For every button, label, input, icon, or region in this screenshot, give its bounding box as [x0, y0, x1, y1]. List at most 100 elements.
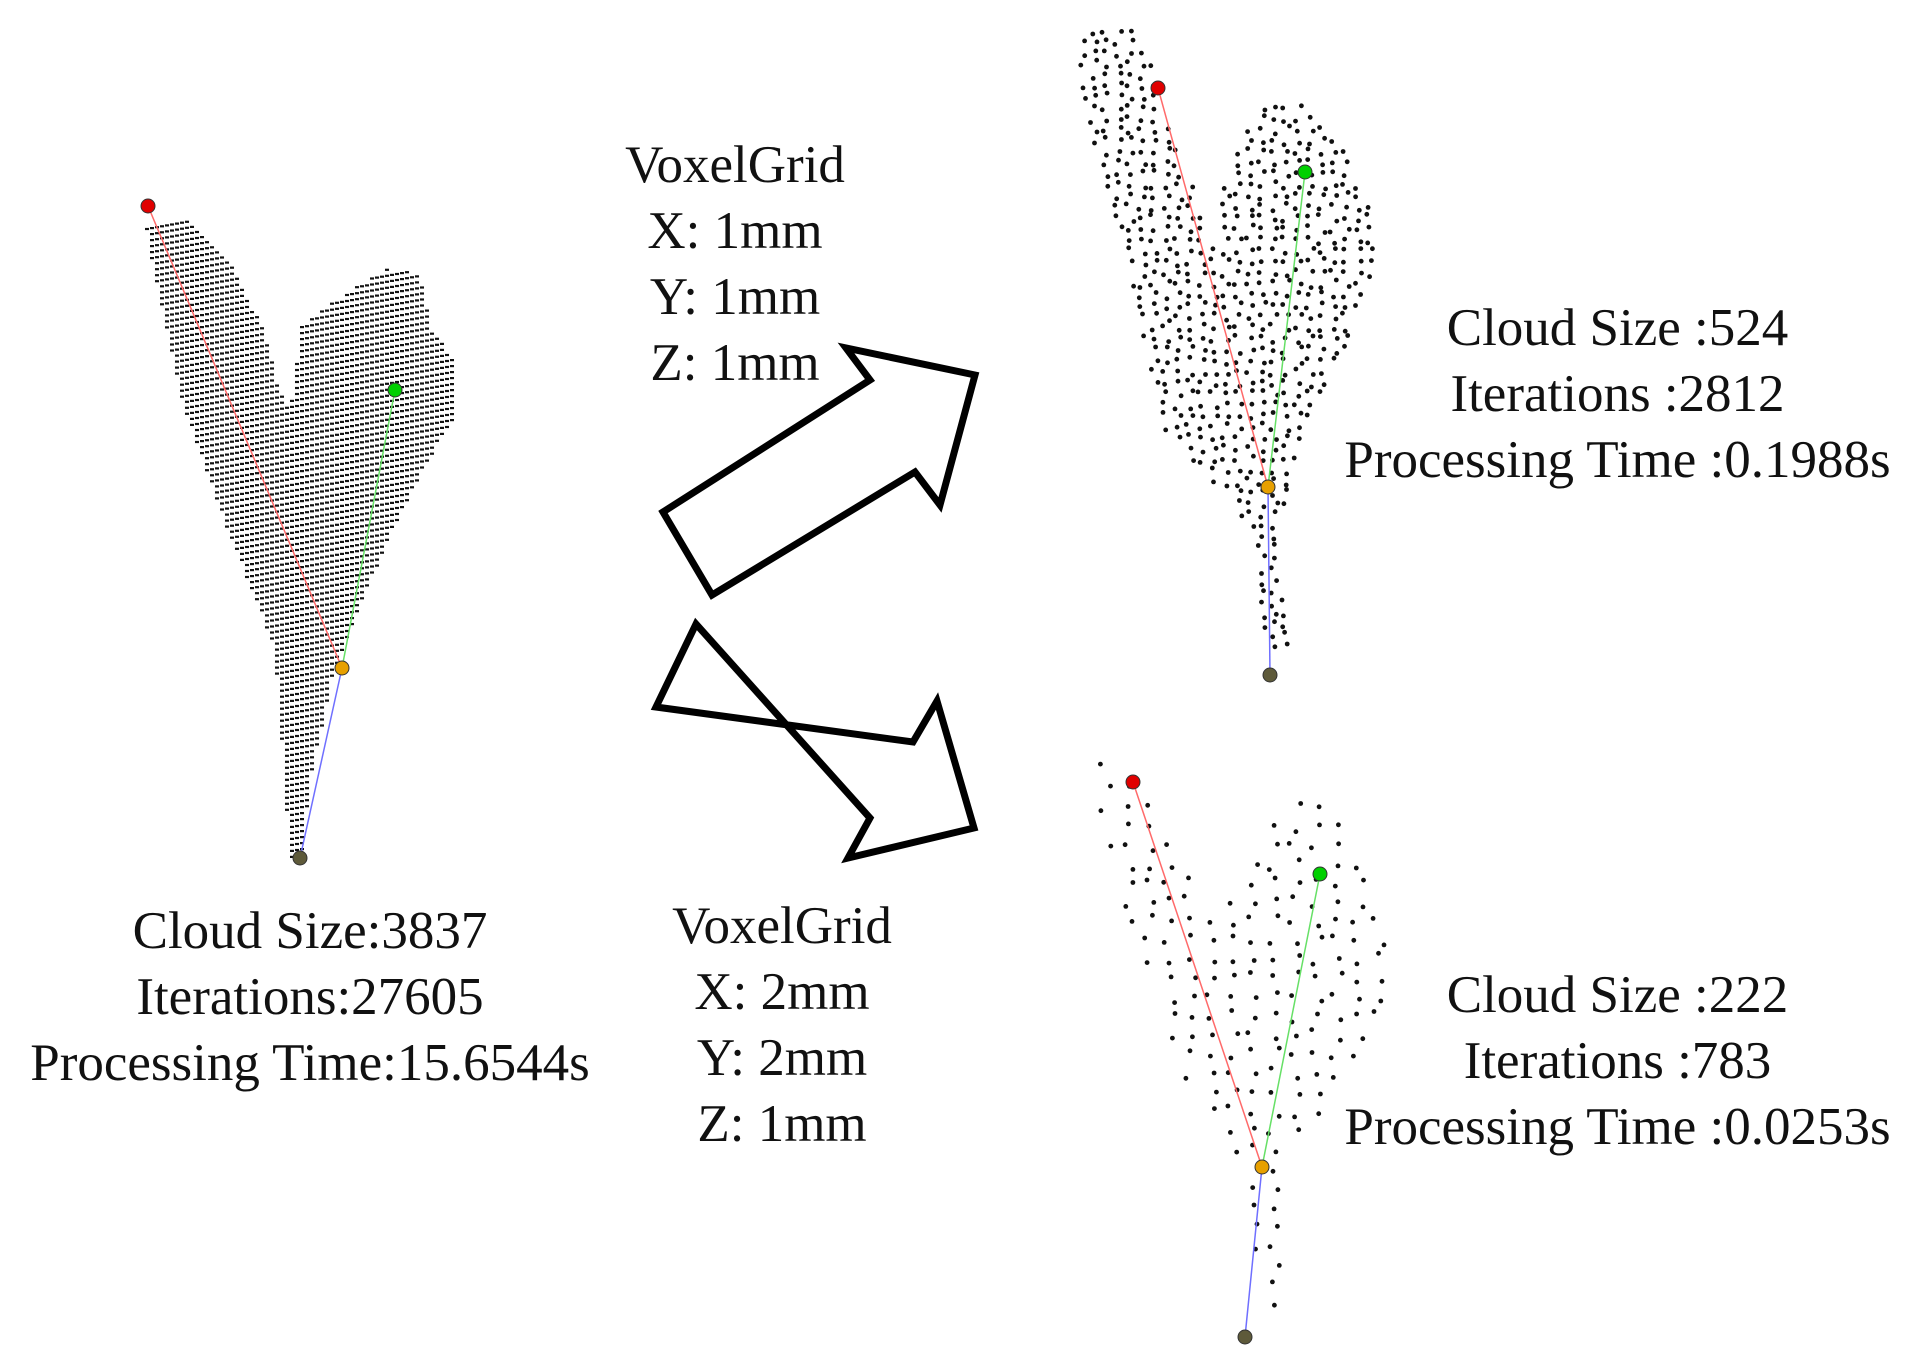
cloud-point	[410, 318, 414, 321]
green-branch-line	[1267, 171, 1306, 488]
cloud-point	[365, 566, 369, 569]
cloud-point	[1245, 500, 1251, 505]
cloud-point	[230, 488, 234, 491]
cloud-point	[335, 343, 339, 346]
cloud-point	[1141, 63, 1147, 69]
cloud-point	[315, 347, 319, 350]
cloud-point	[345, 377, 349, 381]
cloud-point	[255, 532, 259, 535]
cloud-point	[325, 645, 329, 648]
cloud-point	[1160, 410, 1166, 415]
cloud-point	[175, 276, 179, 279]
cloud-point	[230, 482, 234, 485]
cloud-point	[310, 432, 314, 435]
cloud-point	[225, 483, 229, 486]
cloud-point	[255, 550, 259, 553]
cloud-point	[1124, 83, 1130, 89]
cloud-point	[1233, 447, 1238, 453]
cloud-point	[175, 372, 179, 375]
cloud-point	[315, 455, 319, 458]
cloud-point	[1346, 226, 1352, 232]
cloud-point	[430, 440, 434, 443]
cloud-point	[1261, 588, 1266, 594]
cloud-point	[1166, 193, 1172, 199]
cloud-point	[295, 638, 299, 642]
cloud-point	[225, 447, 229, 450]
cloud-point	[190, 255, 194, 258]
cloud-point	[1281, 142, 1287, 148]
cloud-point	[305, 457, 309, 460]
cloud-point	[375, 540, 379, 543]
cloud-point	[240, 480, 244, 483]
cloud-point	[215, 389, 219, 392]
cloud-point	[330, 410, 334, 413]
cloud-point	[1248, 970, 1253, 975]
cloud-point	[200, 314, 204, 317]
cloud-point	[1275, 1223, 1280, 1229]
cloud-point	[300, 704, 304, 707]
cloud-point	[255, 526, 259, 529]
cloud-point	[310, 702, 314, 705]
cloud-point	[1248, 1111, 1254, 1117]
cloud-point	[1281, 443, 1287, 449]
cloud-point	[375, 402, 379, 405]
cloud-point	[1261, 292, 1266, 298]
cloud-point	[335, 313, 339, 316]
cloud-point	[350, 605, 354, 608]
cloud-point	[445, 407, 449, 411]
cloud-point	[325, 369, 329, 372]
cloud-point	[300, 722, 304, 725]
cloud-point	[275, 438, 279, 441]
cloud-point	[205, 421, 209, 424]
cloud-point	[415, 425, 419, 428]
cloud-point	[1119, 224, 1125, 230]
cloud-point	[275, 516, 279, 519]
cloud-point	[1280, 224, 1285, 230]
cloud-point	[1178, 413, 1184, 418]
cloud-point	[230, 476, 234, 479]
cloud-point	[1251, 1202, 1257, 1208]
cloud-point	[300, 638, 304, 641]
cloud-point	[250, 473, 254, 476]
cloud-point	[340, 510, 344, 513]
cloud-point	[1273, 193, 1278, 199]
cloud-point	[1152, 269, 1157, 275]
cloud-point	[310, 612, 314, 615]
cloud-point	[220, 424, 224, 427]
cloud-point	[325, 567, 329, 570]
cloud-point	[1344, 204, 1349, 210]
cloud-point	[370, 559, 374, 562]
cloud-point	[280, 539, 284, 542]
cloud-point	[270, 625, 274, 628]
cloud-point	[170, 331, 174, 334]
cloud-point	[225, 399, 229, 402]
cloud-point	[170, 277, 174, 280]
cloud-point	[340, 306, 344, 309]
cloud-point	[360, 543, 364, 546]
cloud-point	[210, 450, 214, 453]
cloud-point	[330, 608, 334, 611]
cloud-point	[315, 725, 319, 728]
cloud-point	[445, 389, 449, 393]
cloud-point	[210, 432, 214, 435]
cloud-point	[410, 468, 414, 471]
cloud-point	[1353, 186, 1358, 191]
cloud-point	[1250, 213, 1255, 219]
cloud-point	[325, 327, 329, 330]
cloud-point	[400, 350, 404, 353]
cloud-point	[205, 355, 209, 358]
cloud-point	[1335, 863, 1341, 869]
cloud-point	[370, 331, 374, 334]
cloud-point	[300, 464, 304, 467]
cloud-point	[315, 359, 319, 362]
cloud-point	[190, 423, 194, 426]
cloud-point	[1250, 388, 1255, 393]
cloud-point	[300, 626, 304, 629]
cloud-point	[1287, 123, 1292, 129]
cloud-point	[315, 551, 319, 554]
cloud-point	[395, 362, 399, 366]
cloud-point	[355, 376, 359, 379]
cloud-point	[200, 446, 204, 449]
cloud-point	[295, 380, 299, 384]
cloud-point	[1172, 236, 1177, 241]
